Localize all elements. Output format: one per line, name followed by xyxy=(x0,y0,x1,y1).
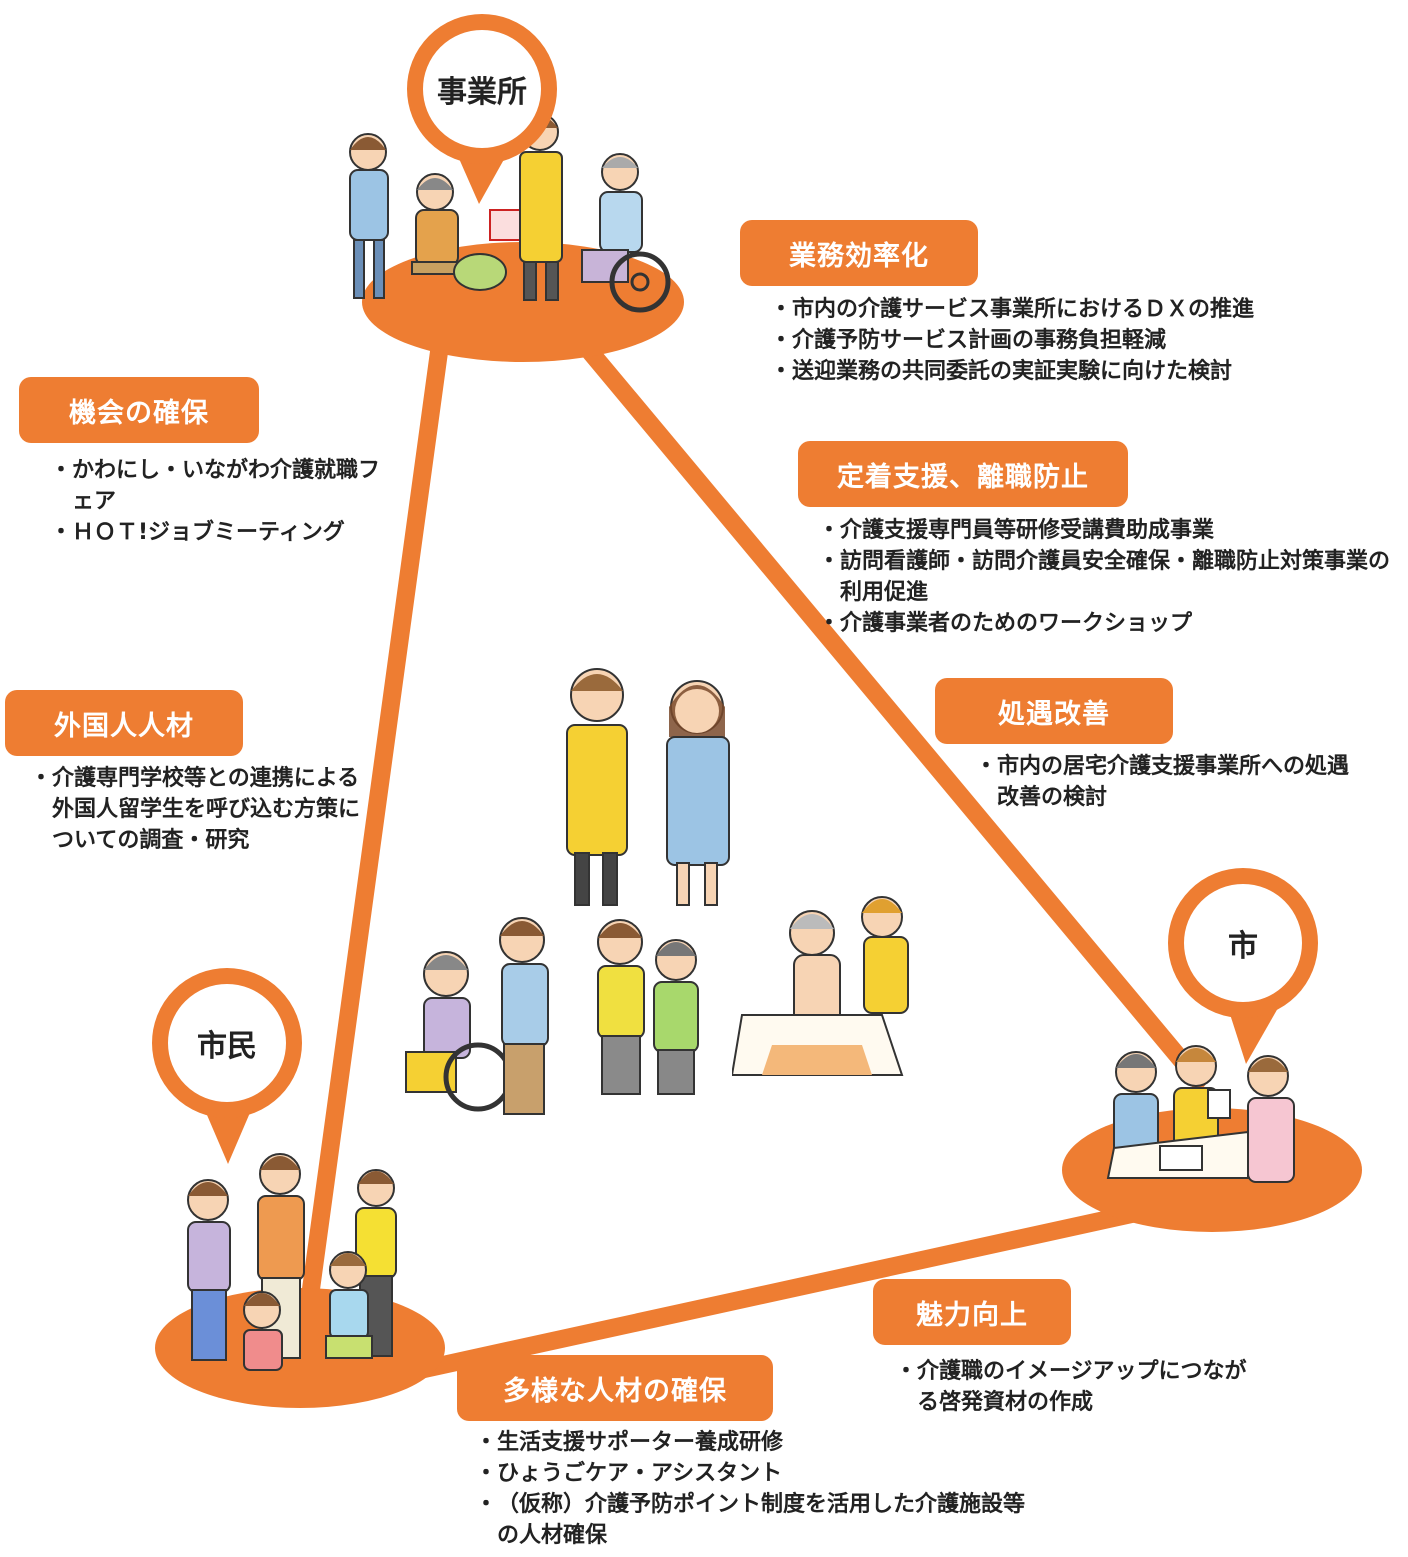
list-item: 介護職のイメージアップにつながる啓発資材の作成 xyxy=(895,1356,1255,1418)
list-treatment: 市内の居宅介護支援事業所への処遇改善の検討 xyxy=(975,751,1355,813)
tag-efficiency: 業務効率化 xyxy=(740,220,978,286)
tag-opportunity: 機会の確保 xyxy=(19,377,259,443)
list-retention: 介護支援専門員等研修受講費助成事業 訪問看護師・訪問介護員安全確保・離職防止対策… xyxy=(818,515,1398,639)
list-item: 介護専門学校等との連携による外国人留学生を呼び込む方策についての調査・研究 xyxy=(30,763,360,856)
list-item: 訪問看護師・訪問介護員安全確保・離職防止対策事業の利用促進 xyxy=(818,546,1398,608)
bubble-pointer xyxy=(204,1108,252,1164)
tag-retention: 定着支援、離職防止 xyxy=(798,441,1128,507)
tag-diverse: 多様な人材の確保 xyxy=(457,1355,773,1421)
citizens-label: 市民 xyxy=(197,1029,257,1064)
city-bubble: 市 xyxy=(1158,868,1328,1068)
list-item: ＨＯＴ!ジョブミーティング xyxy=(50,517,380,548)
list-opportunity: かわにし・いながわ介護就職フェア ＨＯＴ!ジョブミーティング xyxy=(50,455,380,548)
list-item: かわにし・いながわ介護就職フェア xyxy=(50,455,380,517)
list-item: 市内の居宅介護支援事業所への処遇改善の検討 xyxy=(975,751,1355,813)
office-bubble-circle: 事業所 xyxy=(407,14,557,164)
line-citizens-city xyxy=(411,1201,1159,1379)
city-bubble-circle: 市 xyxy=(1168,868,1318,1018)
citizens-bubble-circle: 市民 xyxy=(152,968,302,1118)
bubble-pointer xyxy=(1228,1008,1278,1064)
tag-foreign: 外国人人材 xyxy=(5,690,243,756)
list-item: （仮称）介護予防ポイント制度を活用した介護施設等の人材確保 xyxy=(475,1489,1035,1551)
list-appeal: 介護職のイメージアップにつながる啓発資材の作成 xyxy=(895,1356,1255,1418)
list-item: 介護事業者のためのワークショップ xyxy=(818,608,1398,639)
city-label: 市 xyxy=(1228,929,1258,964)
office-scene-illustration xyxy=(349,113,671,313)
office-label: 事業所 xyxy=(437,75,527,110)
consultation-scene-illustration xyxy=(1106,1045,1295,1183)
list-item: 送迎業務の共同委託の実証実験に向けた検討 xyxy=(770,356,1390,387)
citizens-bubble: 市民 xyxy=(152,968,322,1168)
office-bubble: 事業所 xyxy=(397,14,567,204)
list-item: ひょうごケア・アシスタント xyxy=(475,1458,1035,1489)
bubble-pointer xyxy=(457,154,507,204)
list-foreign: 介護専門学校等との連携による外国人留学生を呼び込む方策についての調査・研究 xyxy=(30,763,360,856)
bathing-assist-illustration xyxy=(732,896,909,1076)
care-workers-illustration xyxy=(566,668,730,906)
wheelchair-care-illustration xyxy=(405,917,549,1115)
line-office-citizens xyxy=(293,321,451,1364)
list-item: 介護予防サービス計画の事務負担軽減 xyxy=(770,325,1390,356)
list-efficiency: 市内の介護サービス事業所におけるＤＸの推進 介護予防サービス計画の事務負担軽減 … xyxy=(770,294,1390,387)
tag-appeal: 魅力向上 xyxy=(873,1279,1071,1345)
list-item: 介護支援専門員等研修受講費助成事業 xyxy=(818,515,1398,546)
list-item: 市内の介護サービス事業所におけるＤＸの推進 xyxy=(770,294,1390,325)
tag-treatment: 処遇改善 xyxy=(935,678,1173,744)
line-office-city xyxy=(563,321,1207,1089)
walking-assist-illustration xyxy=(597,919,699,1095)
list-item: 生活支援サポーター養成研修 xyxy=(475,1427,1035,1458)
family-illustration xyxy=(187,1153,397,1371)
list-diverse: 生活支援サポーター養成研修 ひょうごケア・アシスタント （仮称）介護予防ポイント… xyxy=(475,1427,1035,1551)
